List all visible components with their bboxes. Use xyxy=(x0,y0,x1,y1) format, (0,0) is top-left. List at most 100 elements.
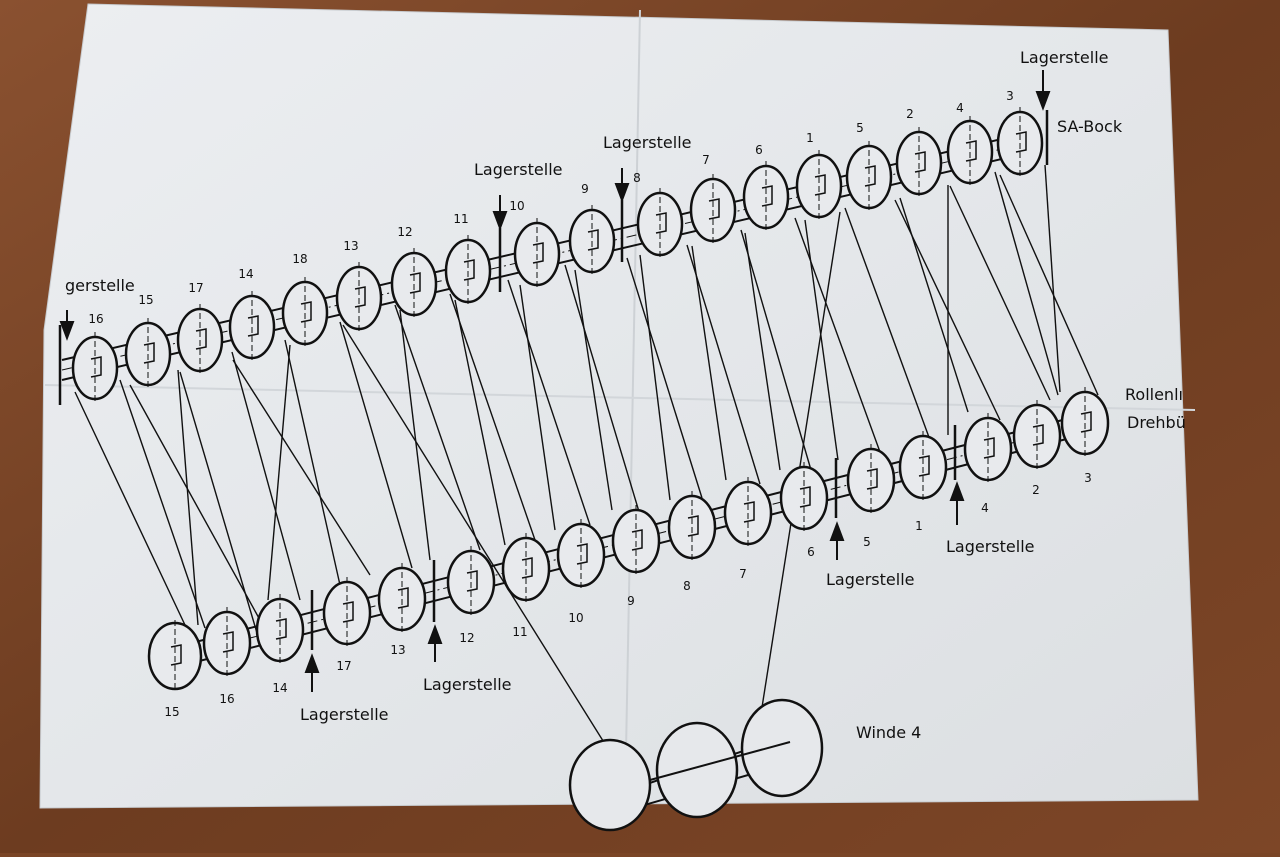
upper-sheave: 3 xyxy=(996,89,1044,179)
bearing-arrows xyxy=(59,70,1051,692)
rope-line xyxy=(949,185,1051,401)
upper-sheave: 7 xyxy=(689,153,737,246)
arrow-top-mid-head xyxy=(614,183,630,203)
label-lagerstelle-left-edge: gerstelle xyxy=(65,276,135,295)
lower-sheave: 17 xyxy=(322,577,372,673)
sheave-hub xyxy=(576,543,588,565)
lower-sheave-number: 1 xyxy=(915,519,923,533)
sheave-hub xyxy=(587,229,599,251)
upper-sheave: 11 xyxy=(444,212,492,307)
rope-line xyxy=(759,211,841,721)
sheave-hub xyxy=(143,342,155,364)
upper-sheave-number: 3 xyxy=(1006,89,1014,103)
winch-flange-mid xyxy=(655,721,739,819)
upper-sheave-number: 1 xyxy=(806,131,814,145)
sheave-hub xyxy=(761,185,773,207)
upper-sheave: 10 xyxy=(509,199,561,290)
sheave-hub xyxy=(708,198,720,220)
rope-line xyxy=(639,254,671,501)
sheave-hub xyxy=(914,151,926,173)
upper-sheave-number: 12 xyxy=(397,225,412,239)
sheave-hub xyxy=(965,140,977,162)
label-rollen: Rollenlı xyxy=(1125,385,1183,404)
upper-sheave: 6 xyxy=(742,143,790,233)
upper-sheave: 16 xyxy=(71,312,119,404)
sheave-hub xyxy=(247,315,259,337)
lower-sheave-number: 14 xyxy=(272,681,287,695)
rope-line xyxy=(339,321,413,569)
sheave-hub xyxy=(466,570,478,592)
sheave-hub xyxy=(342,601,354,623)
upper-sheave-number: 18 xyxy=(292,252,307,266)
rope-line xyxy=(740,229,812,471)
label-lagerstelle-top-left: Lagerstelle xyxy=(474,160,562,179)
arrow-left-edge-head xyxy=(59,321,75,341)
lower-sheave: 14 xyxy=(255,594,305,695)
lower-sheave: 8 xyxy=(667,491,717,593)
sheave-hub xyxy=(814,174,826,196)
rope-line xyxy=(394,304,481,551)
upper-sheave-number: 7 xyxy=(702,153,710,167)
rope-line xyxy=(794,217,881,453)
rope-line xyxy=(454,299,506,546)
upper-sheave-number: 2 xyxy=(906,107,914,121)
rope-line xyxy=(844,207,931,441)
sheave-hub xyxy=(1015,131,1027,153)
sheave-hub xyxy=(354,286,366,308)
arrow-top-right-head xyxy=(1035,91,1051,111)
lower-sheave: 13 xyxy=(377,563,427,657)
lower-sheave: 1 xyxy=(898,431,948,533)
lower-sheave-number: 9 xyxy=(627,594,635,608)
lower-sheave: 3 xyxy=(1060,387,1110,485)
lower-sheave-number: 16 xyxy=(219,692,234,706)
rope-line xyxy=(129,384,261,621)
sheave-hub xyxy=(983,437,995,459)
sheave-hub xyxy=(170,644,182,666)
label-winde: Winde 4 xyxy=(856,723,921,742)
rope-line xyxy=(899,197,969,413)
sheave-hub xyxy=(743,501,755,523)
upper-sheave: 2 xyxy=(895,107,943,199)
rope-line xyxy=(74,391,186,626)
sheave-hub xyxy=(397,587,409,609)
label-drehbu: Drehbü xyxy=(1127,413,1186,432)
arrow-bottom-left2-head xyxy=(427,624,443,644)
lower-sheave: 10 xyxy=(556,519,606,625)
upper-sheave: 4 xyxy=(946,101,994,188)
label-sa-bock: SA-Bock xyxy=(1057,117,1123,136)
sheave-hub xyxy=(631,529,643,551)
arrow-bottom-left-head xyxy=(304,653,320,673)
rope-line xyxy=(232,359,371,576)
lower-sheave: 9 xyxy=(611,505,661,608)
rope-line xyxy=(519,284,556,531)
upper-sheave: 1 xyxy=(795,131,843,222)
sheave-hub xyxy=(864,165,876,187)
sheave-hub xyxy=(655,212,667,234)
upper-sheave-number: 13 xyxy=(343,239,358,253)
winch-flange-right xyxy=(740,698,824,798)
rope-line xyxy=(691,245,727,481)
text-labels: Lagerstelle SA-Bock Lagerstelle Lagerste… xyxy=(65,48,1186,742)
sheave-hub xyxy=(1080,411,1092,433)
lower-sheave-number: 4 xyxy=(981,501,989,515)
lower-sheave: 4 xyxy=(963,413,1013,515)
lower-sheave: 6 xyxy=(779,462,829,559)
fold-line-horizontal xyxy=(44,384,1196,411)
upper-sheave-number: 17 xyxy=(188,281,203,295)
winch-hub xyxy=(649,741,791,781)
upper-sheave-number: 16 xyxy=(88,312,103,326)
upper-sheave-number: 4 xyxy=(956,101,964,115)
arrow-bottom-right-head xyxy=(949,481,965,501)
upper-sheave-number: 11 xyxy=(453,212,468,226)
lower-sheave-number: 10 xyxy=(568,611,583,625)
lower-sheave: 2 xyxy=(1012,400,1062,497)
upper-sheave: 18 xyxy=(281,252,329,349)
rope-line xyxy=(119,379,206,629)
sheave-hub xyxy=(799,486,811,508)
rope-line xyxy=(686,244,761,485)
rope-line xyxy=(267,344,291,601)
rope-line xyxy=(626,257,703,499)
